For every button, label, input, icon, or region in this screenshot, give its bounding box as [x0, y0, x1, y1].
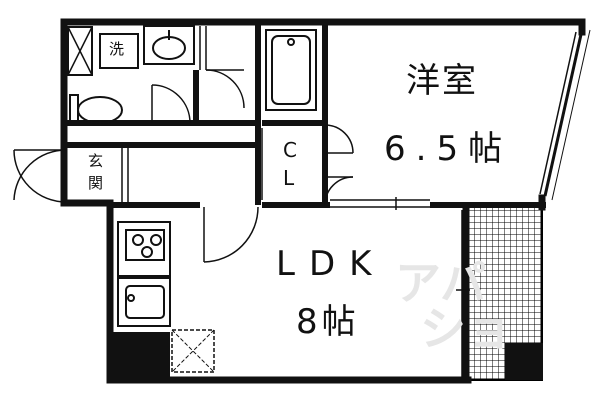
ldk-room-type: LDK	[276, 244, 386, 284]
balcony-post	[505, 343, 543, 380]
interior-walls	[66, 22, 546, 208]
kitchen-stove	[117, 221, 171, 277]
ldk-room-size: 8帖	[296, 302, 360, 342]
closet-label-bottom: L	[283, 166, 295, 190]
western-window-wall	[543, 29, 584, 197]
entrance-label-bottom: 関	[88, 174, 104, 192]
refrigerator-space	[171, 329, 215, 373]
watermark-line2: ショ	[420, 302, 512, 356]
closet-label-top: C	[283, 138, 297, 162]
watermark-line1: アパ	[395, 256, 487, 310]
entrance-label-top: 玄	[88, 152, 104, 170]
western-room-size: 6.5帖	[384, 129, 513, 169]
washer-space	[99, 33, 139, 69]
western-room-type: 洋室	[406, 61, 478, 101]
toilet	[69, 94, 123, 124]
bathtub	[265, 29, 317, 111]
washbasin	[143, 25, 195, 65]
washer-label: 洗	[109, 40, 125, 58]
watermark: アパ ショ	[395, 260, 512, 352]
kitchen-sink	[117, 277, 171, 327]
